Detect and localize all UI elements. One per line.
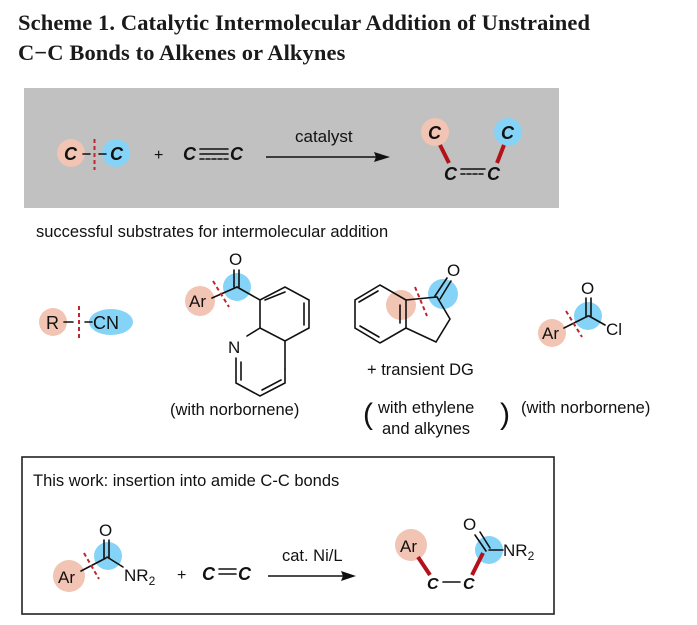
indanone-substrate: O + transient DG ( with ethylene and alk… bbox=[354, 261, 510, 438]
salmon-highlight bbox=[386, 290, 416, 320]
blue-highlight bbox=[494, 118, 522, 146]
product-o: O bbox=[463, 515, 476, 534]
pyridine-ring bbox=[235, 357, 286, 397]
bond bbox=[211, 286, 238, 299]
product-ar: Ar bbox=[400, 537, 417, 556]
salmon-highlight bbox=[421, 118, 449, 146]
product-c-bottom-left: C bbox=[444, 164, 458, 184]
cleavage-line bbox=[212, 280, 230, 308]
alkene-c-right: C bbox=[238, 564, 252, 584]
ketone-note: (with norbornene) bbox=[170, 401, 299, 419]
atom-c-left: C bbox=[64, 144, 78, 164]
cleavage-line bbox=[83, 552, 100, 580]
ring-double bbox=[261, 379, 282, 391]
salmon-highlight bbox=[538, 319, 566, 347]
acyl-note: (with norbornene) bbox=[521, 399, 650, 417]
plus-sign: + bbox=[177, 567, 186, 584]
alkene-c-left: C bbox=[202, 564, 216, 584]
salmon-highlight bbox=[395, 529, 427, 561]
blue-highlight bbox=[102, 139, 130, 167]
general-scheme-panel: C C + C C catalyst C C C C bbox=[24, 88, 559, 208]
arrow-label-catalyst: catalyst bbox=[295, 127, 353, 146]
amide-ar: Ar bbox=[58, 568, 75, 587]
nitrile-r: R bbox=[46, 313, 59, 333]
salmon-highlight bbox=[39, 308, 67, 336]
quinoline-n: N bbox=[228, 338, 240, 357]
substrates-heading: successful substrates for intermolecular… bbox=[36, 223, 388, 241]
plus-sign: + bbox=[154, 147, 163, 164]
ketone-o: O bbox=[229, 250, 242, 269]
carbonyl bbox=[439, 280, 452, 300]
scheme-title: Scheme 1. Catalytic Intermolecular Addit… bbox=[18, 8, 697, 68]
new-bond-right bbox=[470, 552, 485, 576]
arrow-label-ni: cat. Ni/L bbox=[282, 547, 343, 565]
product-nr: NR2 bbox=[503, 541, 535, 563]
carbonyl bbox=[474, 534, 487, 552]
carbonyl bbox=[479, 531, 491, 549]
new-bond-left bbox=[416, 555, 432, 577]
partner-c-right: C bbox=[230, 144, 244, 164]
product-c-right: C bbox=[463, 576, 475, 593]
arrow-head bbox=[374, 152, 390, 162]
acyl-ar: Ar bbox=[542, 324, 559, 343]
cyclopentanone-ring bbox=[405, 296, 451, 344]
title-line-1: Scheme 1. Catalytic Intermolecular Addit… bbox=[18, 10, 591, 35]
arrow-head bbox=[341, 571, 356, 581]
ring-double bbox=[359, 325, 380, 338]
blue-highlight bbox=[89, 309, 133, 335]
indanone-note-line1: with ethylene bbox=[377, 399, 474, 417]
this-work-panel: This work: insertion into amide C-C bond… bbox=[21, 456, 555, 615]
indanone-note-line2: and alkynes bbox=[382, 420, 470, 438]
quinolinyl-ketone-substrate: Ar O N (with norbornene) bbox=[170, 250, 310, 419]
acyl-cl: Cl bbox=[606, 320, 622, 339]
paren-left: ( bbox=[363, 398, 373, 431]
subscript: 2 bbox=[149, 574, 156, 588]
product-c-top-right: C bbox=[501, 123, 515, 143]
indanone-o: O bbox=[447, 261, 460, 280]
this-work-box bbox=[21, 456, 555, 615]
pyridine-ring bbox=[246, 327, 261, 337]
nitrile-cn: CN bbox=[93, 313, 119, 333]
product-c-left: C bbox=[427, 576, 439, 593]
cleavage-line bbox=[414, 286, 428, 317]
new-bond-left bbox=[438, 144, 451, 164]
salmon-highlight bbox=[53, 560, 85, 592]
ring-double bbox=[264, 291, 286, 301]
bond bbox=[563, 315, 589, 329]
atom-c-right: C bbox=[110, 144, 124, 164]
title-line-2: C−C Bonds to Alkenes or Alkynes bbox=[18, 40, 346, 65]
acyl-chloride-substrate: Ar O Cl (with norbornene) bbox=[521, 279, 650, 417]
acyl-o: O bbox=[581, 279, 594, 298]
bond bbox=[80, 557, 107, 572]
salmon-highlight bbox=[57, 139, 85, 167]
indanone-dg-note: + transient DG bbox=[367, 361, 474, 379]
carbonyl bbox=[434, 277, 448, 297]
this-work-heading: This work: insertion into amide C-C bond… bbox=[33, 472, 339, 490]
bond bbox=[106, 556, 124, 568]
amide-o: O bbox=[99, 521, 112, 540]
nitrile-substrate: R CN bbox=[39, 306, 133, 338]
quinoline-ring bbox=[236, 286, 310, 342]
product-c-top-left: C bbox=[428, 123, 442, 143]
new-bond-right bbox=[495, 144, 506, 164]
bond bbox=[588, 315, 606, 326]
ring-double bbox=[358, 290, 379, 303]
paren-right: ) bbox=[500, 398, 510, 431]
ketone-ar: Ar bbox=[189, 292, 206, 311]
cleavage-line bbox=[565, 310, 583, 338]
amide-nr: NR2 bbox=[124, 566, 156, 588]
blue-highlight bbox=[94, 542, 122, 570]
partner-c-left: C bbox=[183, 144, 197, 164]
product-c-bottom-right: C bbox=[487, 164, 501, 184]
subscript: 2 bbox=[528, 549, 535, 563]
salmon-highlight bbox=[185, 286, 215, 316]
